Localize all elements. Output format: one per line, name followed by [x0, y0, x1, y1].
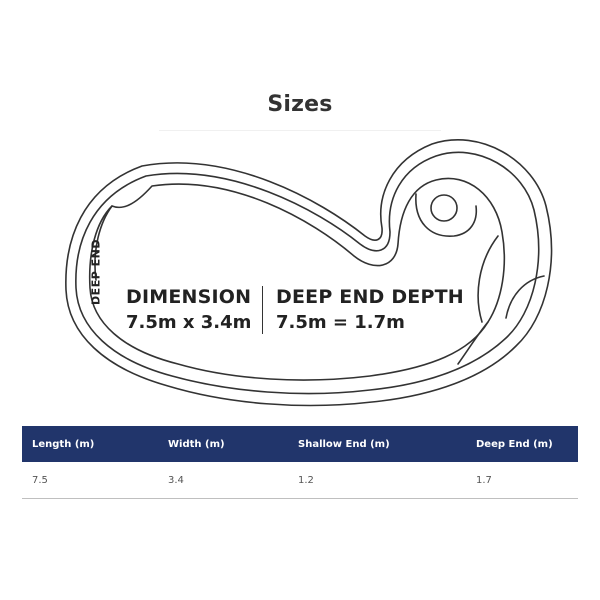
page-title: Sizes: [267, 92, 333, 117]
header-width: Width (m): [168, 438, 225, 450]
bench-line-3: [505, 275, 545, 319]
cell-deep-end: 1.7: [466, 462, 578, 499]
dimension-heading: DIMENSION: [126, 286, 252, 308]
cell-length: 7.5: [22, 462, 158, 499]
header-length: Length (m): [32, 438, 95, 450]
depth-value: 7.5m = 1.7m: [276, 312, 405, 333]
cell-shallow-end: 1.2: [288, 462, 466, 499]
step-line: [94, 205, 113, 281]
seat-recess: [415, 193, 478, 237]
pool-inner-outline: [88, 177, 506, 381]
depth-block: DEEP END DEPTH 7.5m = 1.7m: [276, 285, 464, 335]
table-row: 7.5 3.4 1.2 1.7: [22, 462, 578, 499]
bench-line-2: [457, 321, 489, 365]
title-divider: [159, 130, 441, 131]
dimension-separator: [262, 286, 263, 334]
header-deep-end: Deep End (m): [476, 438, 553, 450]
pool-middle-outline: [75, 151, 540, 395]
sizes-table: Length (m) Width (m) Shallow End (m) Dee…: [22, 426, 578, 499]
deep-end-text: DEEP END: [89, 239, 103, 305]
bench-line: [477, 235, 499, 323]
dimension-value: 7.5m x 3.4m: [126, 312, 252, 333]
dimension-block: DIMENSION 7.5m x 3.4m: [126, 285, 251, 335]
header-shallow-end: Shallow End (m): [298, 438, 390, 450]
table-header-row: Length (m) Width (m) Shallow End (m) Dee…: [22, 426, 578, 462]
cell-width: 3.4: [158, 462, 288, 499]
depth-heading: DEEP END DEPTH: [276, 286, 464, 308]
pool-outer-outline: [65, 139, 553, 407]
spa-seat-circle: [430, 194, 458, 222]
